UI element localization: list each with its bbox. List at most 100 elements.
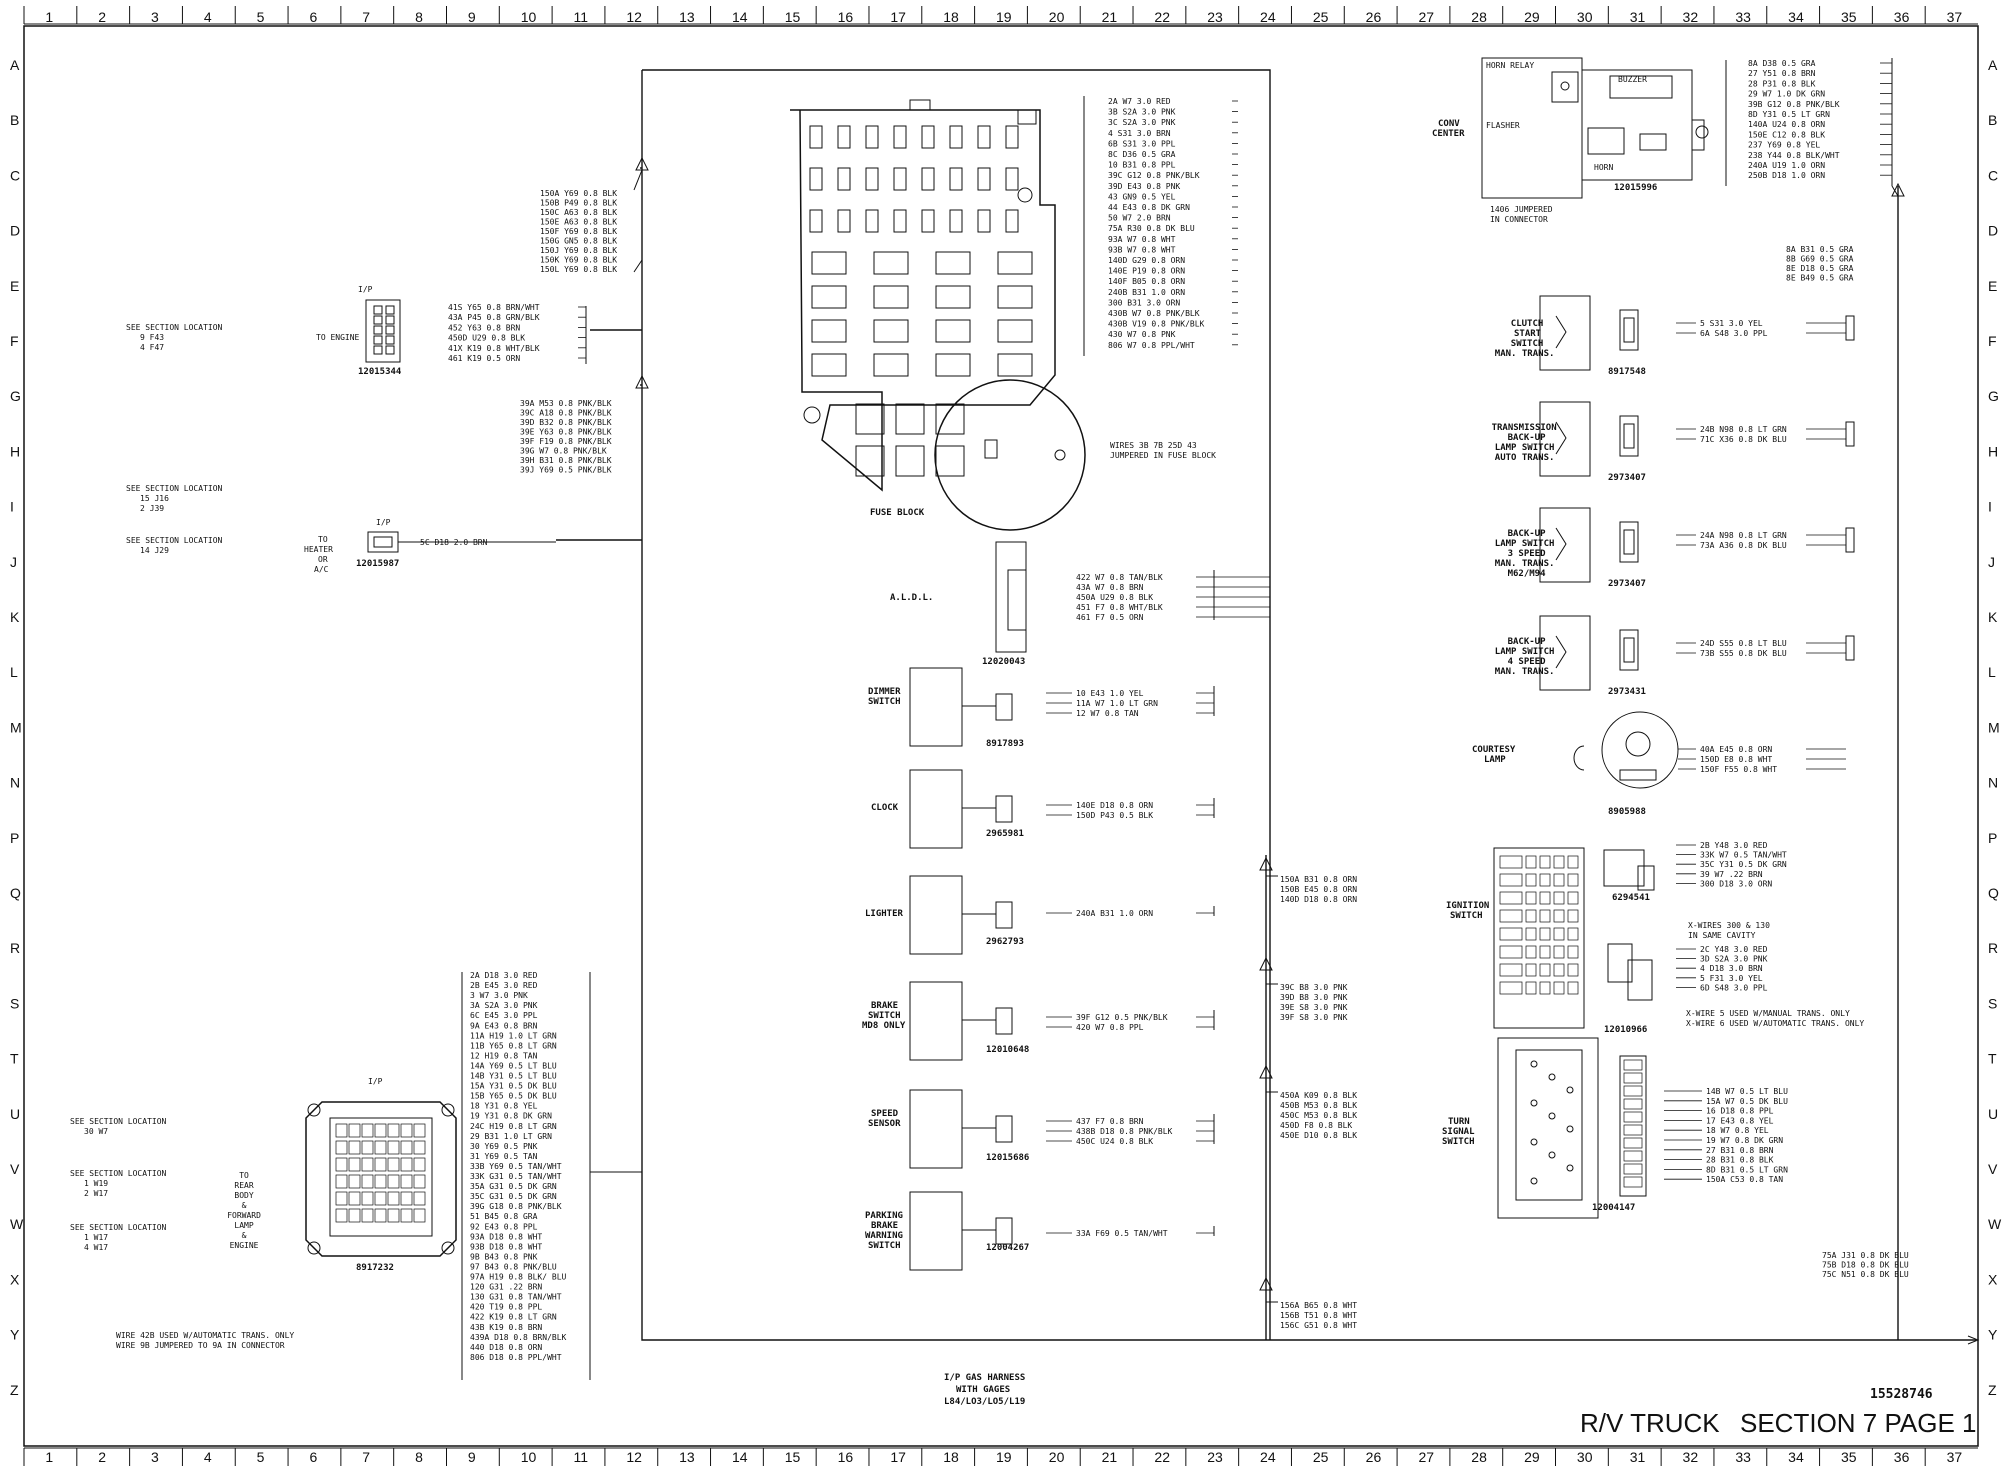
row-label: B bbox=[10, 112, 19, 128]
rear-body-label: & bbox=[242, 1231, 247, 1240]
row-label: X bbox=[1988, 1271, 1998, 1287]
wire-entry: 75A J31 0.8 DK BLU bbox=[1822, 1251, 1909, 1260]
backup3-label: MAN. TRANS. bbox=[1495, 559, 1555, 569]
wire-entry: 43 GN9 0.5 YEL bbox=[1108, 192, 1176, 201]
main-ip-part: 8917232 bbox=[356, 1263, 394, 1273]
aldl-wire: 451 F7 0.8 WHT/BLK bbox=[1076, 603, 1163, 612]
dimmer-wire: 10 E43 1.0 YEL bbox=[1076, 689, 1144, 698]
brake-label: BRAKE bbox=[871, 1001, 898, 1011]
bottom-note-1: WIRE 42B USED W/AUTOMATIC TRANS. ONLY bbox=[116, 1331, 294, 1340]
wire-entry: 44 E43 0.8 DK GRN bbox=[1108, 203, 1190, 212]
column-label: 12 bbox=[626, 1449, 642, 1465]
conv-horn: HORN bbox=[1594, 163, 1613, 172]
row-label: G bbox=[1988, 388, 1999, 404]
wire-entry: 11B Y65 0.8 LT GRN bbox=[470, 1041, 557, 1050]
wire-entry: 430 W7 0.8 PNK bbox=[1108, 330, 1176, 339]
row-label: I bbox=[1988, 499, 1992, 515]
tap-wire: 156A B65 0.8 WHT bbox=[1280, 1301, 1357, 1310]
wire-entry: 18 W7 0.8 YEL bbox=[1706, 1126, 1769, 1135]
column-label: 28 bbox=[1471, 1449, 1487, 1465]
wire-entry: 150L Y69 0.8 BLK bbox=[540, 265, 617, 274]
column-label: 16 bbox=[838, 1449, 854, 1465]
lighter-part: 2962793 bbox=[986, 937, 1024, 947]
row-label: N bbox=[1988, 775, 1998, 791]
conv-item: FLASHER bbox=[1486, 121, 1520, 130]
heater-label-2: HEATER bbox=[304, 545, 333, 554]
row-label: X bbox=[10, 1271, 20, 1287]
row-label: T bbox=[10, 1051, 19, 1067]
rear-body-label: TO bbox=[239, 1171, 249, 1180]
courtesy-label: LAMP bbox=[1484, 755, 1506, 765]
column-label: 29 bbox=[1524, 9, 1540, 25]
brake-label: MD8 ONLY bbox=[862, 1021, 906, 1031]
tap-wire: 39C B8 3.0 PNK bbox=[1280, 983, 1348, 992]
wire-entry: 150F Y69 0.8 BLK bbox=[540, 227, 617, 236]
wire-entry: 15A W7 0.5 DK BLU bbox=[1706, 1097, 1788, 1106]
ignition2-wire: 6D S48 3.0 PPL bbox=[1700, 983, 1768, 992]
column-label: 18 bbox=[943, 1449, 959, 1465]
wire-entry: 8C D36 0.5 GRA bbox=[1108, 150, 1176, 159]
conv-label-1: CONV bbox=[1438, 119, 1460, 129]
ignition-note-1: X-WIRES 300 & 130 bbox=[1688, 921, 1770, 930]
row-label: U bbox=[10, 1106, 20, 1122]
trans_backup-part: 2973407 bbox=[1608, 473, 1646, 483]
wire-entry: 93B D18 0.8 WHT bbox=[470, 1242, 542, 1251]
wire-entry: 8E B49 0.5 GRA bbox=[1786, 274, 1854, 283]
row-label: G bbox=[10, 388, 21, 404]
wire-entry: 93A W7 0.8 WHT bbox=[1108, 235, 1176, 244]
wire-entry: 238 Y44 0.8 BLK/WHT bbox=[1748, 151, 1840, 160]
rear-body-label: ENGINE bbox=[230, 1241, 259, 1250]
column-label: 31 bbox=[1630, 1449, 1646, 1465]
clutch-label: START bbox=[1514, 329, 1542, 339]
wire-entry: 39G W7 0.8 PNK/BLK bbox=[520, 447, 607, 456]
wire-entry: 19 Y31 0.8 DK GRN bbox=[470, 1112, 552, 1121]
ignition-wire: 39 W7 .22 BRN bbox=[1700, 870, 1763, 879]
harness-title-1: I/P GAS HARNESS bbox=[944, 1373, 1025, 1383]
wire-entry: 140E P19 0.8 ORN bbox=[1108, 267, 1185, 276]
harness-title-3: L84/LO3/LO5/L19 bbox=[944, 1397, 1025, 1407]
trans_backup-label: AUTO TRANS. bbox=[1495, 453, 1555, 463]
engine-ref-row2: 4 F47 bbox=[140, 343, 164, 352]
wire-entry: 150J Y69 0.8 BLK bbox=[540, 246, 617, 255]
wire-entry: 8A D38 0.5 GRA bbox=[1748, 59, 1816, 68]
clutch-wire: 6A S48 3.0 PPL bbox=[1700, 329, 1768, 338]
ref-j-head: SEE SECTION LOCATION bbox=[126, 536, 223, 545]
ref-i-row2: 2 J39 bbox=[140, 504, 164, 513]
row-label: W bbox=[1988, 1216, 2002, 1232]
column-label: 21 bbox=[1102, 1449, 1118, 1465]
heater-connector bbox=[367, 531, 399, 553]
backup3-label: M62/M94 bbox=[1508, 569, 1547, 579]
row-label: Z bbox=[1988, 1382, 1997, 1398]
clutch-label: MAN. TRANS. bbox=[1495, 349, 1555, 359]
wire-entry: 150K Y69 0.8 BLK bbox=[540, 256, 617, 265]
column-label: 7 bbox=[362, 9, 370, 25]
turn-signal-switch: TURN SIGNAL SWITCH 12004147 bbox=[1442, 1037, 1647, 1219]
wire-entry: 92 E43 0.8 PPL bbox=[470, 1222, 538, 1231]
column-label: 7 bbox=[362, 1449, 370, 1465]
courtesy-wire: 150D E8 0.8 WHT bbox=[1700, 755, 1772, 764]
ignition2-wire: 5 F31 3.0 YEL bbox=[1700, 974, 1763, 983]
row-label: T bbox=[1988, 1051, 1997, 1067]
ignition2-note-2: X-WIRE 6 USED W/AUTOMATIC TRANS. ONLY bbox=[1686, 1019, 1864, 1028]
heater-wire: 5C D18 2.0 BRN bbox=[420, 538, 488, 547]
conv-label-2: CENTER bbox=[1432, 129, 1465, 139]
turn-label-3: SWITCH bbox=[1442, 1137, 1475, 1147]
column-label: 15 bbox=[785, 9, 801, 25]
engine-ref-head: SEE SECTION LOCATION bbox=[126, 323, 223, 332]
wire-entry: 41S Y65 0.8 BRN/WHT bbox=[448, 303, 540, 312]
wire-entry: 440 D18 0.8 ORN bbox=[470, 1343, 542, 1352]
wire-entry: 18 Y31 0.8 YEL bbox=[470, 1102, 538, 1111]
row-label: B bbox=[1988, 112, 1997, 128]
wire-entry: 9B B43 0.8 PNK bbox=[470, 1252, 538, 1261]
row-label: P bbox=[1988, 830, 1997, 846]
column-label: 31 bbox=[1630, 9, 1646, 25]
main-ip-connector: I/P 8917232 bbox=[305, 1077, 457, 1273]
rear-body-label: BODY bbox=[234, 1191, 253, 1200]
backup4-label: BACK-UP bbox=[1508, 637, 1547, 647]
lighter-label: LIGHTER bbox=[865, 909, 904, 919]
ignition-note-2: IN SAME CAVITY bbox=[1688, 931, 1756, 940]
